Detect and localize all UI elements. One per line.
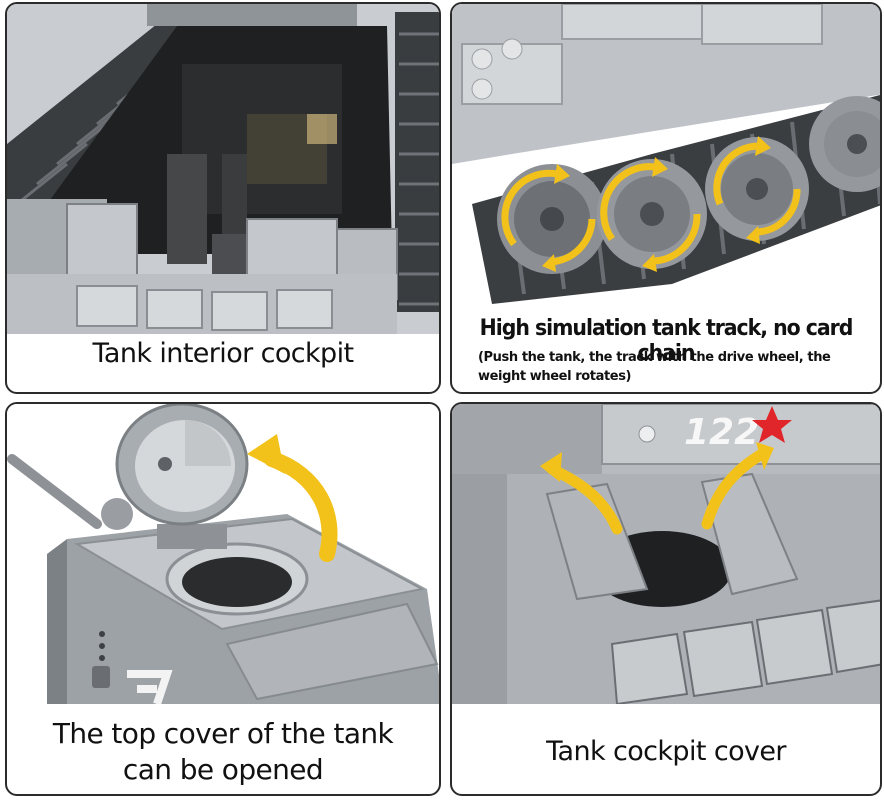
caption-top-cover: The top cover of the tank can be opened: [7, 716, 439, 788]
caption-interior-cockpit: Tank interior cockpit: [92, 338, 355, 369]
tank-track-photo: [452, 4, 880, 314]
subcaption-tank-track: (Push the tank, the track with the drive…: [478, 350, 831, 384]
panel-tank-track: High simulation tank track, no card chai…: [450, 2, 882, 394]
caption-top-cover-line1: The top cover of the tank: [52, 717, 394, 750]
caption-top-cover-line2: can be opened: [122, 753, 324, 786]
red-star-icon: [752, 406, 792, 443]
engine-grilles: [610, 599, 880, 704]
panel-cockpit-cover: 122 Tank cockpit cover: [450, 402, 882, 796]
top-cover-photo: [7, 404, 439, 704]
open-arrow-icon-right: [701, 448, 768, 530]
caption-tank-track: High simulation tank track, no card chai…: [479, 316, 854, 366]
hull-number: 122: [684, 412, 759, 453]
rotate-arrow-icon: [501, 142, 801, 266]
caption-cockpit-cover: Tank cockpit cover: [546, 736, 786, 767]
open-arrow-icon: [264, 451, 338, 562]
panel-top-cover: The top cover of the tank can be opened: [5, 402, 441, 796]
rotate-arrow-heads: [542, 136, 771, 272]
cockpit-cover-photo: 122: [452, 404, 880, 704]
panel-interior-cockpit: Tank interior cockpit: [5, 2, 441, 394]
interior-cockpit-photo: [7, 4, 439, 334]
